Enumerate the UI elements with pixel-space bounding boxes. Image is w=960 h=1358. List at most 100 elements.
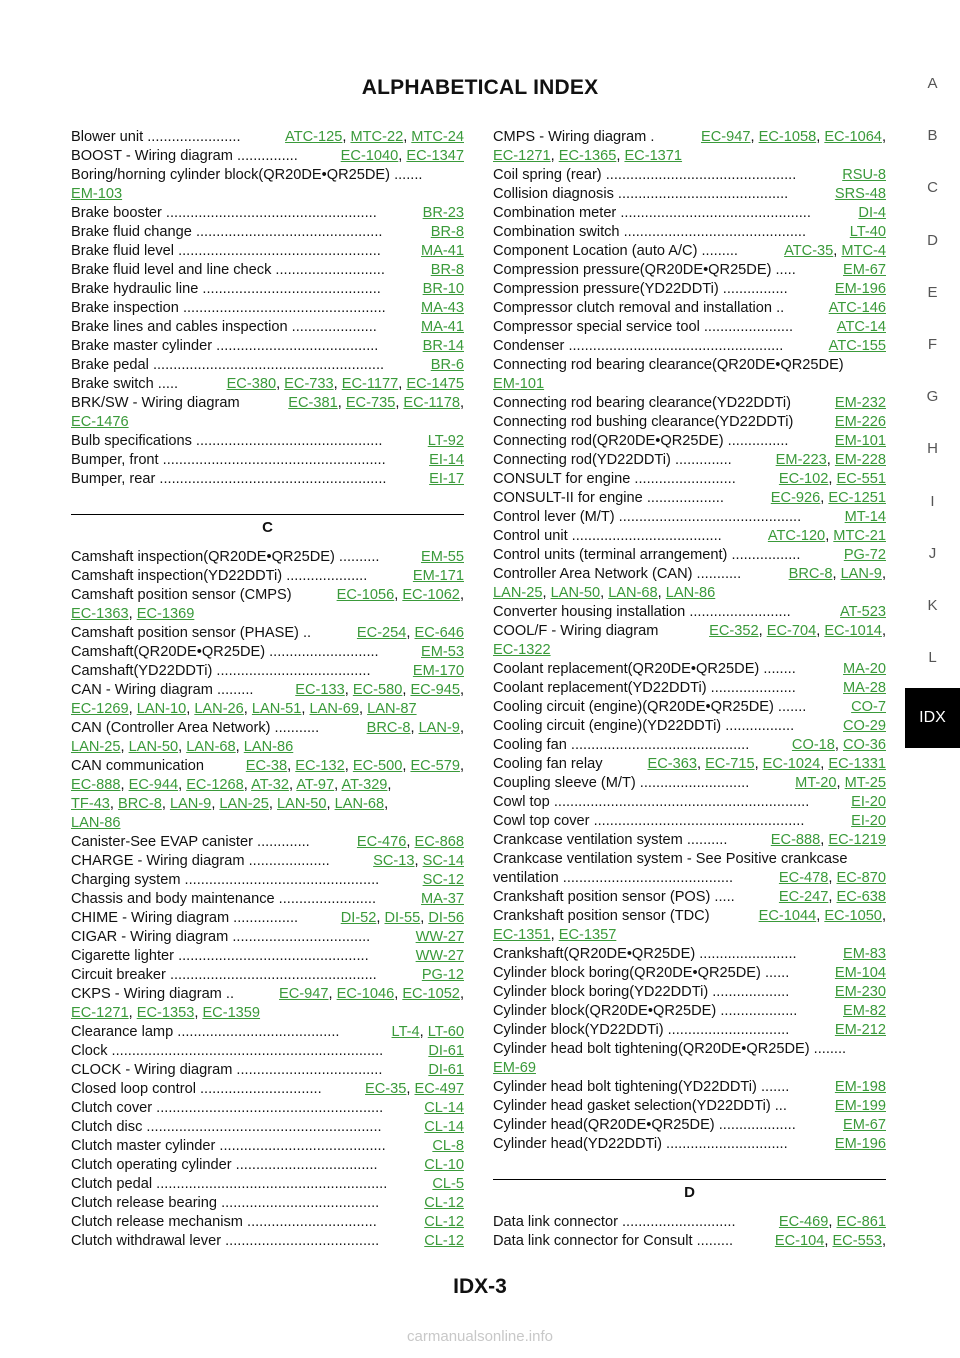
- page-ref-link[interactable]: LAN-25: [493, 585, 543, 601]
- page-ref-link[interactable]: EC-1322: [493, 642, 551, 658]
- page-ref-link[interactable]: EC-947: [279, 986, 329, 1002]
- page-ref-link[interactable]: EM-101: [493, 376, 545, 392]
- page-ref-link[interactable]: EC-497: [414, 1081, 464, 1097]
- page-ref-link[interactable]: WW-27: [415, 948, 464, 964]
- page-ref-link[interactable]: EC-580: [352, 682, 403, 698]
- page-ref-link[interactable]: MT-25: [844, 775, 886, 791]
- page-ref-link[interactable]: EC-1219: [828, 832, 886, 848]
- page-ref-link[interactable]: EC-1363: [71, 606, 129, 622]
- page-ref-link[interactable]: LAN-86: [243, 739, 294, 755]
- page-ref-link[interactable]: ATC-125: [285, 129, 343, 145]
- section-tab-g[interactable]: G: [926, 388, 939, 406]
- page-ref-link[interactable]: EM-104: [834, 965, 886, 981]
- page-ref-link[interactable]: EI-14: [429, 452, 464, 468]
- page-ref-link[interactable]: DI-61: [428, 1062, 464, 1078]
- page-ref-link[interactable]: MTC-21: [833, 528, 886, 544]
- page-ref-link[interactable]: EC-715: [705, 756, 755, 772]
- page-ref-link[interactable]: EM-196: [834, 1136, 886, 1152]
- page-ref-link[interactable]: EM-82: [843, 1003, 886, 1019]
- page-ref-link[interactable]: EM-223: [775, 452, 827, 468]
- page-ref-link[interactable]: RSU-8: [842, 167, 886, 183]
- page-ref-link[interactable]: SC-12: [422, 872, 464, 888]
- section-tab-b[interactable]: B: [927, 127, 938, 145]
- page-ref-link[interactable]: EC-704: [766, 623, 817, 639]
- page-ref-link[interactable]: EM-198: [834, 1079, 886, 1095]
- page-ref-link[interactable]: LAN-9: [169, 796, 212, 812]
- page-ref-link[interactable]: ATC-120: [767, 528, 826, 544]
- page-ref-link[interactable]: EC-1056: [336, 587, 395, 603]
- page-ref-link[interactable]: LAN-50: [128, 739, 179, 755]
- page-ref-link[interactable]: CO-29: [843, 718, 886, 734]
- page-ref-link[interactable]: CL-14: [424, 1100, 464, 1116]
- page-ref-link[interactable]: EC-132: [295, 758, 345, 774]
- page-ref-link[interactable]: EM-55: [421, 549, 464, 565]
- page-ref-link[interactable]: EC-380: [226, 376, 277, 392]
- page-ref-link[interactable]: EM-101: [834, 433, 886, 449]
- page-ref-link[interactable]: EC-1347: [406, 148, 464, 164]
- page-ref-link[interactable]: EC-1062: [402, 587, 460, 603]
- page-ref-link[interactable]: EC-476: [356, 834, 407, 850]
- page-ref-link[interactable]: EC-1371: [624, 148, 683, 164]
- page-ref-link[interactable]: EC-1268: [186, 777, 244, 793]
- page-ref-link[interactable]: MA-41: [421, 243, 464, 259]
- page-ref-link[interactable]: CL-12: [424, 1214, 464, 1230]
- page-ref-link[interactable]: EC-35: [365, 1081, 407, 1097]
- page-ref-link[interactable]: MA-43: [421, 300, 464, 316]
- section-tab-e[interactable]: E: [927, 283, 938, 301]
- page-ref-link[interactable]: EM-67: [843, 1117, 886, 1133]
- page-ref-link[interactable]: MTC-4: [841, 243, 886, 259]
- page-ref-link[interactable]: LAN-68: [334, 796, 385, 812]
- page-ref-link[interactable]: EC-500: [352, 758, 403, 774]
- page-ref-link[interactable]: CL-10: [424, 1157, 464, 1173]
- page-ref-link[interactable]: EC-1058: [758, 129, 817, 145]
- page-ref-link[interactable]: EI-20: [851, 794, 886, 810]
- page-ref-link[interactable]: MT-14: [844, 509, 886, 525]
- page-ref-link[interactable]: EM-196: [834, 281, 886, 297]
- page-ref-link[interactable]: EC-1052: [402, 986, 460, 1002]
- section-tab-d[interactable]: D: [927, 231, 938, 249]
- page-ref-link[interactable]: LAN-50: [550, 585, 601, 601]
- page-ref-link[interactable]: EC-579: [410, 758, 460, 774]
- page-ref-link[interactable]: EC-1024: [762, 756, 821, 772]
- section-tab-idx-active[interactable]: IDX: [905, 688, 960, 749]
- page-ref-link[interactable]: DI-56: [428, 910, 464, 926]
- page-ref-link[interactable]: MTC-22: [350, 129, 404, 145]
- page-ref-link[interactable]: DI-52: [340, 910, 377, 926]
- page-ref-link[interactable]: EC-1271: [493, 148, 551, 164]
- page-ref-link[interactable]: EC-1357: [558, 927, 617, 943]
- page-ref-link[interactable]: EC-733: [284, 376, 334, 392]
- page-ref-link[interactable]: LAN-9: [418, 720, 460, 736]
- page-ref-link[interactable]: CL-8: [432, 1138, 464, 1154]
- page-ref-link[interactable]: ATC-35: [784, 243, 834, 259]
- page-ref-link[interactable]: BR-8: [430, 224, 464, 240]
- page-ref-link[interactable]: EC-1044: [758, 908, 817, 924]
- section-tab-i[interactable]: I: [930, 492, 935, 510]
- page-ref-link[interactable]: EC-478: [778, 870, 829, 886]
- page-ref-link[interactable]: BR-8: [430, 262, 464, 278]
- section-tab-k[interactable]: K: [927, 596, 938, 614]
- page-ref-link[interactable]: EC-553: [832, 1233, 882, 1249]
- page-ref-link[interactable]: BR-10: [422, 281, 464, 297]
- page-ref-link[interactable]: LAN-50: [277, 796, 327, 812]
- page-ref-link[interactable]: SC-13: [373, 853, 415, 869]
- page-ref-link[interactable]: EC-646: [414, 625, 464, 641]
- page-ref-link[interactable]: EC-1064: [824, 129, 882, 145]
- page-ref-link[interactable]: EI-17: [429, 471, 464, 487]
- page-ref-link[interactable]: AT-32: [251, 777, 289, 793]
- page-ref-link[interactable]: EC-1014: [824, 623, 882, 639]
- page-ref-link[interactable]: LAN-26: [194, 701, 244, 717]
- page-ref-link[interactable]: LAN-10: [136, 701, 187, 717]
- page-ref-link[interactable]: ATC-146: [828, 300, 886, 316]
- page-ref-link[interactable]: DI-61: [428, 1043, 464, 1059]
- page-ref-link[interactable]: CO-36: [843, 737, 886, 753]
- page-ref-link[interactable]: CL-5: [432, 1176, 464, 1192]
- page-ref-link[interactable]: EC-1353: [136, 1005, 195, 1021]
- page-ref-link[interactable]: MA-37: [421, 891, 464, 907]
- page-ref-link[interactable]: CL-12: [424, 1233, 464, 1249]
- page-ref-link[interactable]: EC-888: [71, 777, 121, 793]
- page-ref-link[interactable]: EC-469: [778, 1214, 829, 1230]
- section-tab-j[interactable]: J: [928, 544, 937, 562]
- page-ref-link[interactable]: EC-551: [836, 471, 886, 487]
- page-ref-link[interactable]: EM-69: [493, 1060, 536, 1076]
- page-ref-link[interactable]: EC-1040: [340, 148, 399, 164]
